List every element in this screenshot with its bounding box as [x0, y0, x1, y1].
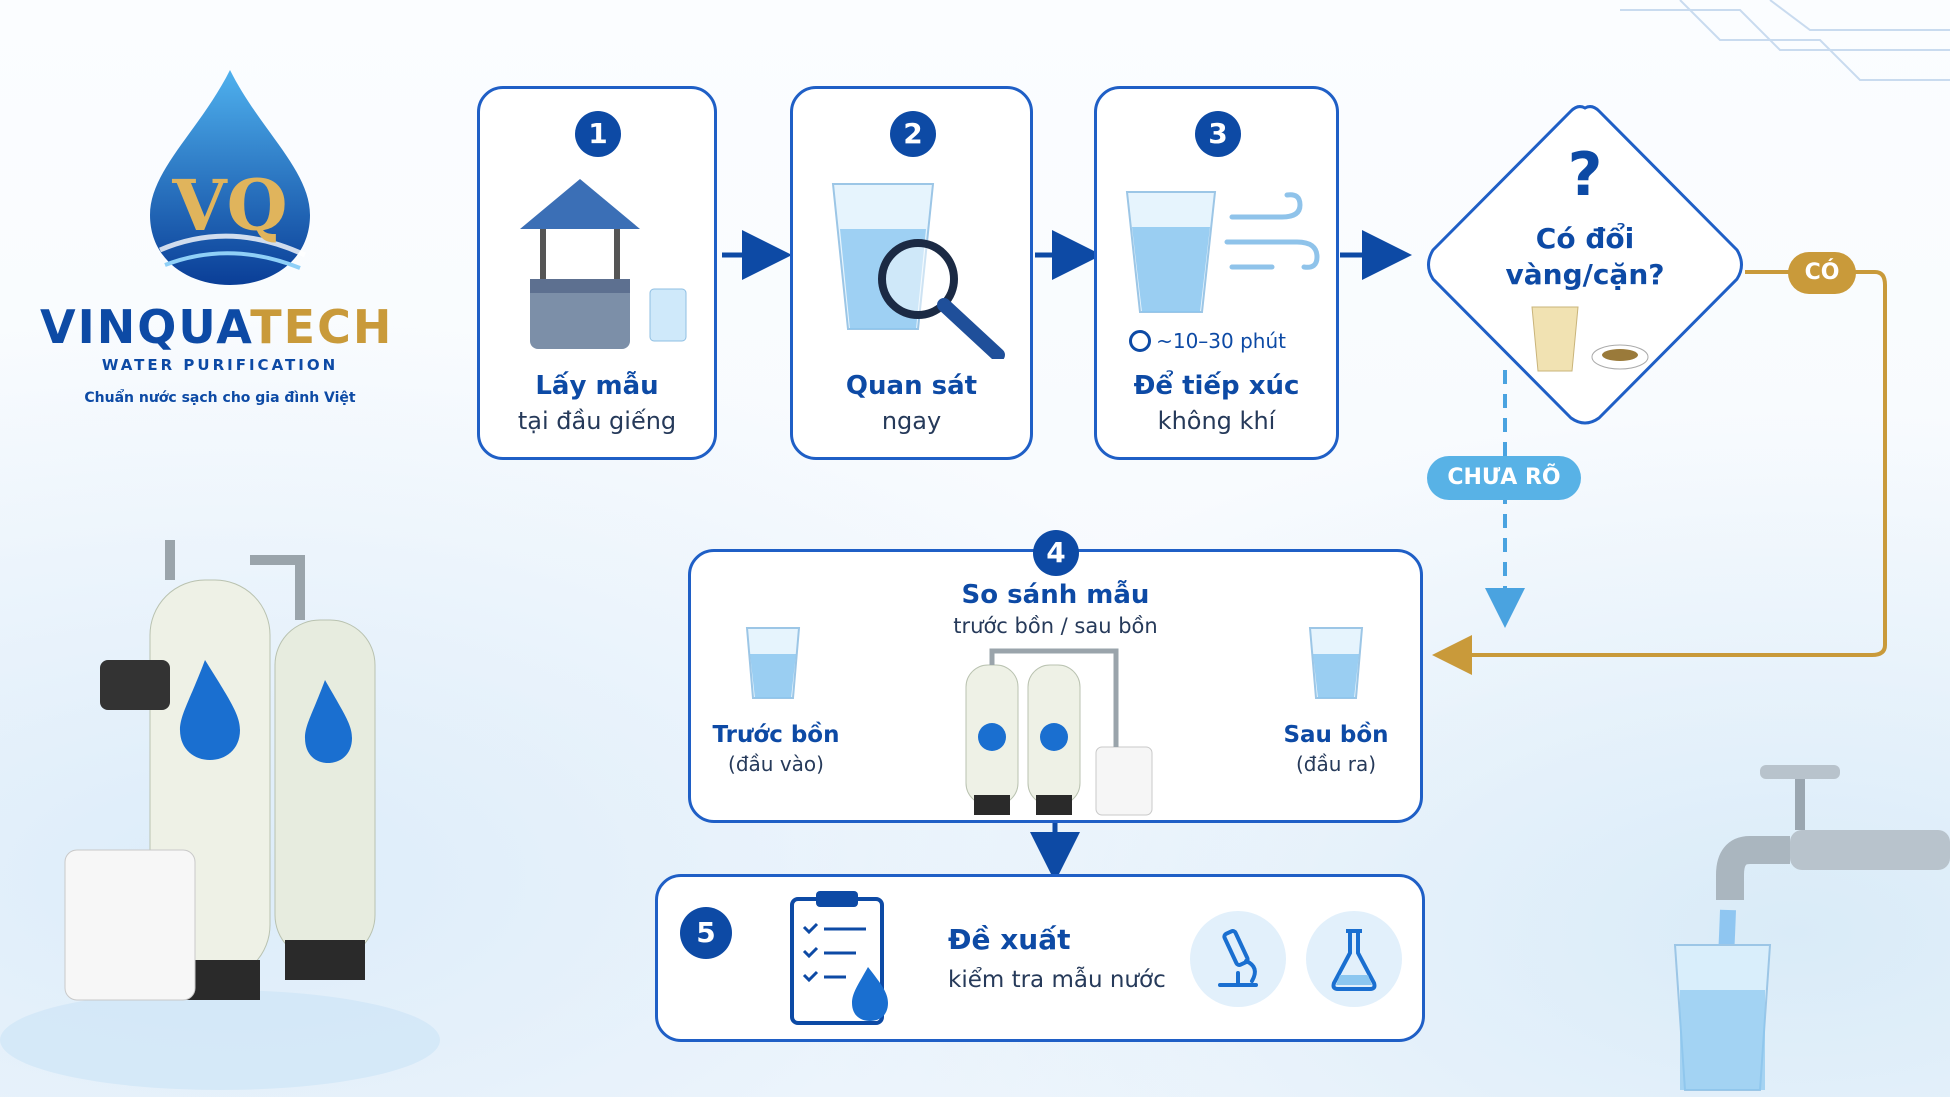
clock-icon	[1129, 330, 1151, 352]
step-5-card: 5 Đề xuất kiểm tra mẫu nước	[655, 874, 1425, 1042]
filter-system-icon	[965, 648, 1153, 816]
step-3-subtitle: không khí	[1157, 407, 1276, 435]
step-5-number: 5	[680, 907, 732, 959]
brand-logo: VQ VINQUATECH WATER PURIFICATION Chuẩn n…	[40, 60, 420, 420]
step-3-number: 3	[1195, 111, 1241, 157]
step-1-title: Lấy mẫu	[535, 371, 659, 401]
flask-icon	[1306, 911, 1402, 1007]
step-5-subtitle: kiểm tra mẫu nước	[948, 967, 1166, 993]
filter-tanks-illustration	[0, 540, 440, 1090]
step-2-number: 2	[890, 111, 936, 157]
after-glass-icon	[1308, 627, 1364, 699]
yes-label: CÓ	[1788, 252, 1856, 294]
step-3-title: Để tiếp xúc	[1133, 371, 1300, 401]
decision-diamond: ? Có đổi vàng/cặn?	[1420, 100, 1750, 430]
question-line-1: Có đổi	[1535, 222, 1635, 255]
before-glass-icon	[745, 627, 801, 699]
microscope-icon	[1190, 911, 1286, 1007]
step-5-title: Đề xuất	[948, 923, 1071, 956]
svg-text:VQ: VQ	[171, 164, 287, 247]
air-glass-icon	[1125, 191, 1320, 313]
circuit-decoration	[1620, 0, 1950, 81]
step-1-number: 1	[575, 111, 621, 157]
step-4-number: 4	[1033, 530, 1079, 576]
well-icon	[520, 179, 687, 349]
step-1-card: 1 Lấy mẫu tại đầu giếng	[477, 86, 717, 460]
water-drop-logo-icon: VQ	[150, 70, 310, 285]
step-4-subtitle: trước bồn / sau bồn	[953, 614, 1158, 638]
unclear-label: CHƯA RÕ	[1427, 456, 1581, 500]
clipboard-checklist-icon	[790, 891, 888, 1025]
faucet-glass-illustration	[1673, 765, 1950, 1091]
before-subtitle: (đầu vào)	[728, 752, 824, 776]
magnifier-glass-icon	[831, 183, 1005, 359]
yellow-sediment-sample-icon	[1531, 306, 1649, 372]
step-4-title: So sánh mẫu	[961, 580, 1150, 610]
brand-name-part1: VINQUA	[40, 300, 251, 354]
before-title: Trước bồn	[712, 722, 840, 748]
question-mark: ?	[1567, 140, 1603, 210]
diamond-shape	[1427, 105, 1743, 425]
step-1-subtitle: tại đầu giếng	[517, 407, 677, 435]
step-2-subtitle: ngay	[881, 407, 942, 435]
step-3-time: ~10–30 phút	[1156, 329, 1286, 353]
step-3-card: 3 ~10–30 phút Để tiếp xúc không khí	[1094, 86, 1339, 460]
question-line-2: vàng/cặn?	[1505, 258, 1665, 291]
step-2-card: 2 Quan sát ngay	[790, 86, 1033, 460]
after-title: Sau bồn	[1283, 722, 1389, 748]
after-subtitle: (đầu ra)	[1295, 752, 1377, 776]
brand-tagline: Chuẩn nước sạch cho gia đình Việt	[84, 390, 356, 406]
brand-subtitle: WATER PURIFICATION	[101, 356, 339, 374]
step-2-title: Quan sát	[845, 371, 978, 401]
brand-name-part2: TECH	[250, 300, 394, 354]
step-4-card: 4 So sánh mẫu trước bồn / sau bồn Trước …	[688, 530, 1423, 823]
